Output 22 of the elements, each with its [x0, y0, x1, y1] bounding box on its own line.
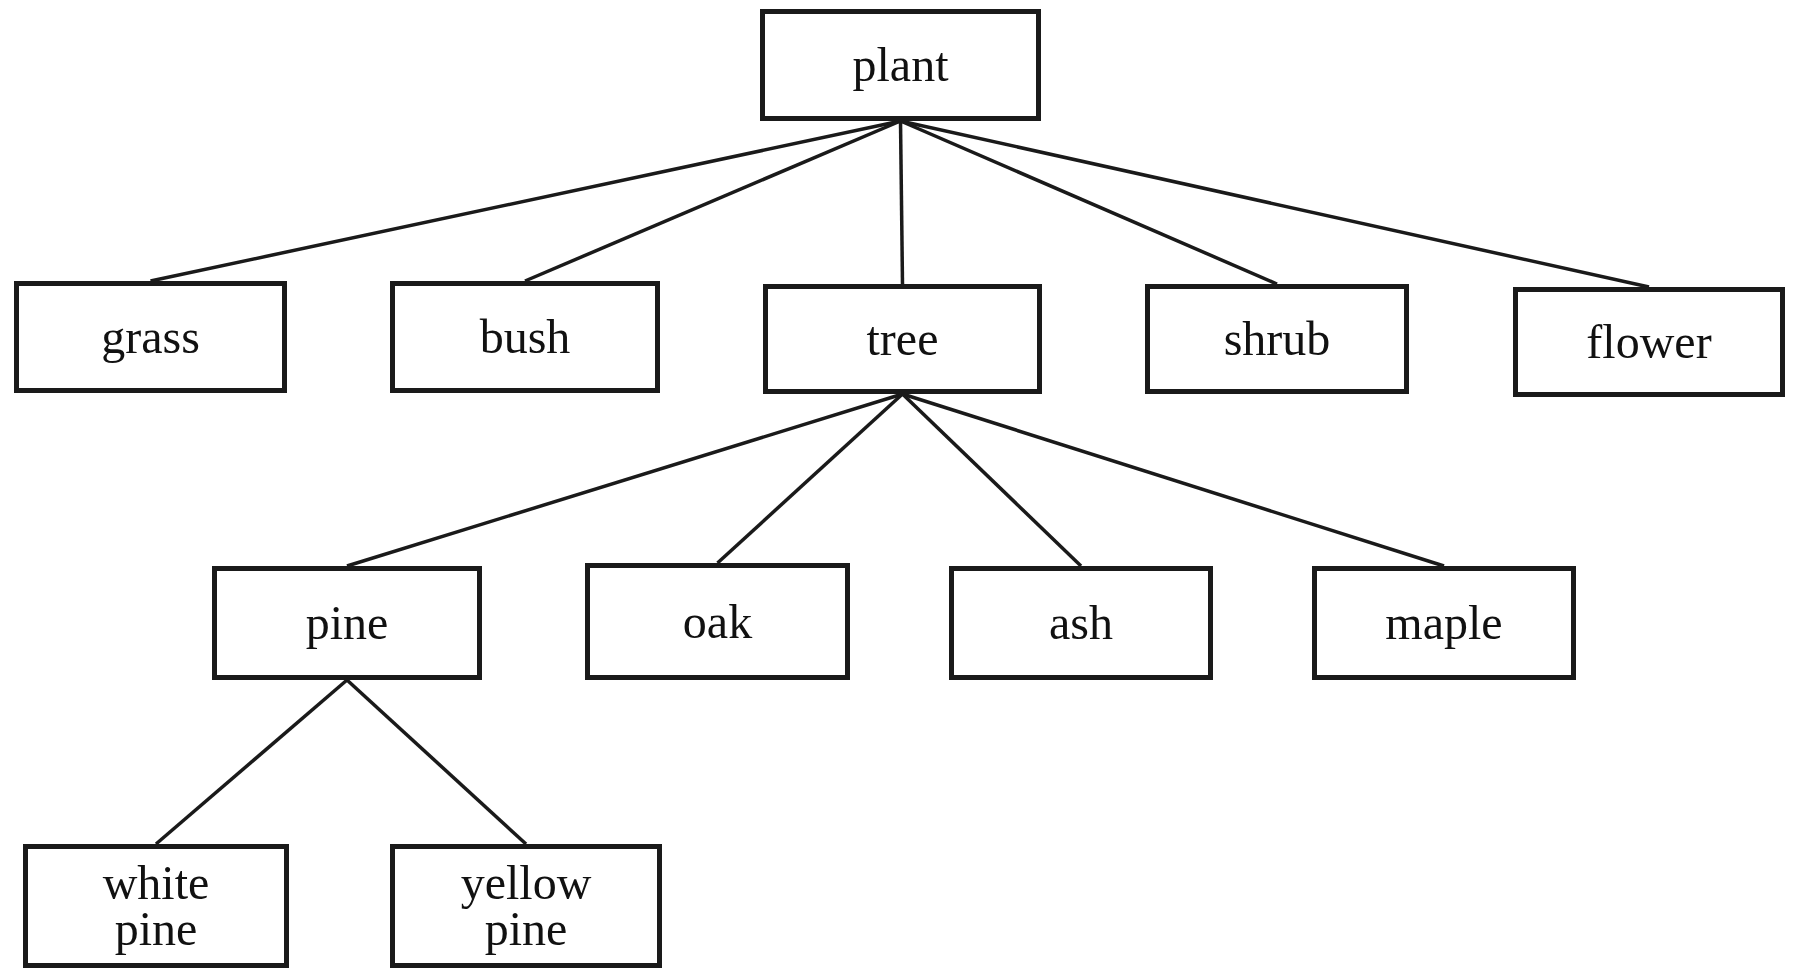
node-label: bush: [479, 314, 571, 360]
node-box: [23, 844, 289, 968]
node-box: [390, 844, 662, 968]
node-box: [212, 566, 482, 680]
node-box: [1312, 566, 1576, 680]
node-label: oak: [682, 598, 753, 645]
node-box: [763, 284, 1042, 394]
node-box: [390, 281, 660, 393]
connector-line: [154, 678, 349, 846]
node-label: shrub: [1223, 316, 1331, 362]
node-box: [1145, 284, 1409, 394]
node-box: [14, 281, 287, 393]
node-box: [1513, 287, 1785, 397]
node-box: [585, 563, 850, 680]
connector-line: [900, 119, 1650, 289]
connector-line: [345, 678, 528, 846]
node-label: flower: [1586, 319, 1712, 365]
node-box: [949, 566, 1213, 680]
node-label: ash: [1049, 600, 1113, 646]
connector-line: [898, 120, 905, 285]
node-box: [760, 9, 1041, 121]
node-label: tree: [866, 316, 939, 362]
